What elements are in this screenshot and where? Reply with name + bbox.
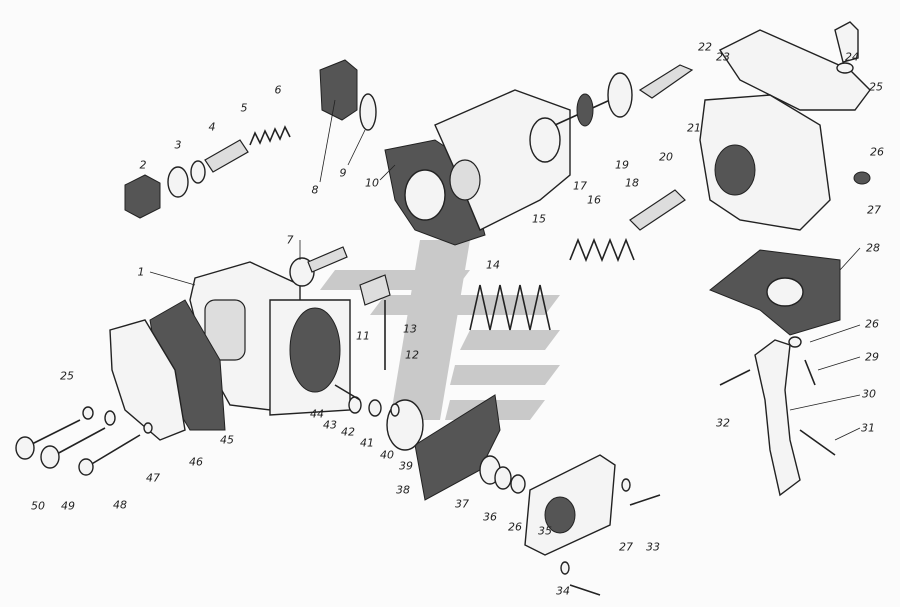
part-bolts	[15, 406, 153, 476]
part-plug-8-9	[289, 59, 377, 287]
part-label: 43	[323, 418, 337, 432]
part-right-housing	[699, 21, 871, 231]
part-label: 25	[869, 80, 883, 94]
leader-lines	[149, 99, 861, 441]
part-label: 19	[615, 158, 629, 172]
part-label: 17	[573, 179, 587, 193]
part-label: 23	[716, 50, 730, 64]
part-label: 36	[483, 510, 497, 524]
part-label: 26	[865, 317, 879, 331]
part-label: 3	[174, 138, 182, 152]
part-label: 37	[455, 497, 469, 511]
part-label: 13	[403, 322, 417, 336]
part-label: 26	[508, 520, 522, 534]
part-label: 35	[538, 524, 552, 538]
part-label: 20	[659, 150, 673, 164]
part-label: 39	[399, 459, 413, 473]
part-label: 8	[311, 183, 319, 197]
part-flange-46	[109, 319, 186, 441]
part-label: 29	[865, 350, 879, 364]
part-label: 27	[619, 540, 633, 554]
part-label: 30	[862, 387, 876, 401]
part-plug-valve-group	[124, 125, 291, 219]
part-label: 16	[587, 193, 601, 207]
part-label: 49	[61, 499, 75, 513]
part-label: 1	[137, 265, 145, 279]
part-label: 24	[845, 50, 859, 64]
part-spring-14	[469, 284, 551, 331]
part-label: 26	[870, 145, 884, 159]
part-label: 14	[486, 258, 500, 272]
part-label: 15	[532, 212, 546, 226]
part-label: 21	[687, 121, 701, 135]
part-label: 7	[286, 233, 294, 247]
part-label: 4	[208, 120, 216, 134]
part-label: 22	[698, 40, 712, 54]
part-label: 38	[396, 483, 410, 497]
part-central-housing	[384, 89, 571, 246]
part-label: 50	[31, 499, 45, 513]
part-label: 42	[341, 425, 355, 439]
part-label: 6	[274, 83, 282, 97]
part-label: 18	[625, 176, 639, 190]
part-piston-group	[529, 64, 694, 263]
part-label: 47	[146, 471, 160, 485]
watermark-logo	[320, 240, 560, 420]
part-label: 28	[866, 241, 880, 255]
part-label: 25	[60, 369, 74, 383]
part-label: 9	[339, 166, 347, 180]
part-label: 33	[646, 540, 660, 554]
part-label: 48	[113, 498, 127, 512]
part-label: 11	[356, 329, 370, 343]
part-label: 45	[220, 433, 234, 447]
part-label: 10	[365, 176, 379, 190]
part-label: 31	[861, 421, 875, 435]
part-lever	[719, 336, 836, 497]
part-label: 2	[139, 158, 147, 172]
part-label: 5	[240, 101, 248, 115]
part-housing-left	[189, 261, 351, 416]
part-label: 41	[360, 436, 374, 450]
part-label: 32	[716, 416, 730, 430]
part-label: 34	[556, 584, 570, 598]
part-label: 12	[405, 348, 419, 362]
part-label: 27	[867, 203, 881, 217]
part-label: 44	[310, 407, 324, 421]
part-diaphragm-group	[334, 274, 661, 596]
part-label: 40	[380, 448, 394, 462]
part-label: 46	[189, 455, 203, 469]
